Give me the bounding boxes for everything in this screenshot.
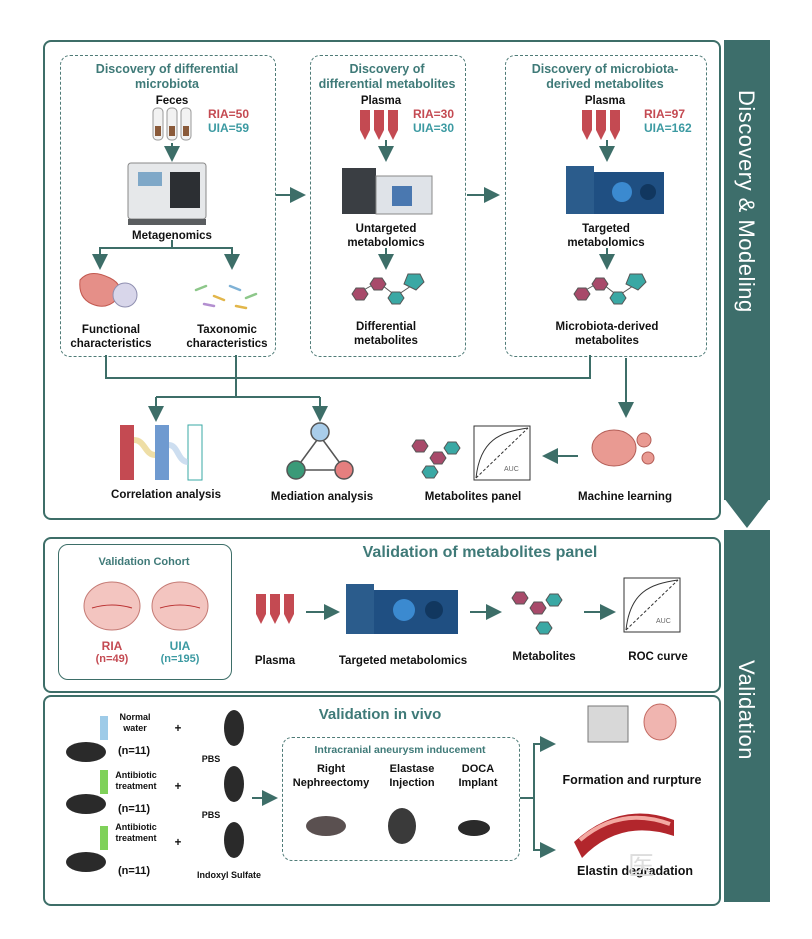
plasma-label-2: Plasma — [584, 95, 626, 107]
mediation-label: Mediation analysis — [270, 491, 374, 503]
group3-treatment: Indoxyl Sulfate — [196, 870, 261, 880]
auc-chart-icon-2 — [623, 577, 681, 633]
auc-label-2: AUC — [656, 618, 671, 625]
plus-3: + — [174, 837, 182, 849]
metabolite-network-icon-2 — [573, 273, 647, 305]
plus-1: + — [174, 723, 182, 735]
derived-title: Discovery of microbiota-derived metaboli… — [531, 62, 679, 91]
plasma-tubes-icon-3 — [256, 594, 294, 624]
microbiota-title: Discovery of differential microbiota — [95, 62, 239, 91]
group2-treatment: PBS — [201, 810, 221, 820]
mass-spectrometer-icon-1 — [342, 168, 433, 215]
brain-icon-ria — [83, 581, 141, 631]
plasma-label-3: Plasma — [254, 655, 296, 667]
inducement-title: Intracranial aneurysm inducement — [314, 744, 486, 756]
plasma-tubes-icon-2 — [582, 110, 620, 140]
invivo-title: Validation in vivo — [318, 706, 442, 723]
validation-cohort-title: Validation Cohort — [98, 556, 190, 568]
group2-water: Antibiotic treatment — [115, 770, 157, 791]
correlation-label: Correlation analysis — [111, 489, 221, 501]
mass-spectrometer-icon-3 — [346, 584, 458, 634]
taxonomic-label: Taxonomic characteristics — [186, 324, 268, 350]
sidebar-label-validation: Validation — [734, 660, 759, 760]
microbiota-ria: RIA=50 — [208, 107, 250, 121]
targeted-label: Targeted metabolomics — [567, 223, 645, 249]
microbiota-box — [60, 55, 276, 357]
feces-label: Feces — [155, 95, 189, 107]
outcome-elastin: Elastin degradation — [577, 864, 693, 878]
mouse-icons — [66, 710, 490, 872]
group3-water: Antibiotic treatment — [115, 822, 157, 843]
inducement-box — [282, 737, 520, 861]
metabolites-uia: UIA=30 — [413, 121, 455, 135]
group2-n: (n=11) — [117, 803, 151, 815]
artery-icon — [574, 813, 674, 858]
targeted-label-2: Targeted metabolomics — [338, 655, 468, 667]
outcome-formation: Formation and rurpture — [562, 773, 702, 787]
group1-water: Normal water — [119, 712, 151, 733]
step-doca: DOCA Implant — [458, 763, 498, 789]
metabolites-panel-icon — [411, 439, 461, 479]
cohort-ria: RIA — [101, 639, 123, 653]
differential-label: Differential metabolites — [354, 321, 418, 347]
sidebar-validation — [724, 530, 770, 902]
auc-chart-icon-1 — [473, 425, 531, 481]
mediation-icon — [286, 422, 354, 480]
roc-label: ROC curve — [628, 651, 688, 663]
metabolites-ria: RIA=30 — [413, 107, 455, 121]
sidebar-discovery — [724, 40, 770, 500]
microbiota-derived-label: Microbiota-derived metabolites — [555, 321, 659, 347]
step-elastase: Elastase Injection — [389, 763, 435, 789]
metagenomics-label: Metagenomics — [132, 230, 212, 242]
ml-label: Machine learning — [578, 491, 672, 503]
microbiota-uia: UIA=59 — [208, 121, 250, 135]
metabolites-title: Discovery of differential metabolites — [318, 62, 456, 91]
metabolites-panel-label: Metabolites panel — [424, 491, 522, 503]
plasma-label-1: Plasma — [360, 95, 402, 107]
correlation-icon — [120, 424, 203, 481]
derived-uia: UIA=162 — [644, 121, 692, 135]
derived-box — [505, 55, 707, 357]
metabolite-network-icon-3 — [511, 591, 563, 635]
metabolites-label-2: Metabolites — [512, 651, 576, 663]
plus-2: + — [174, 781, 182, 793]
group3-n: (n=11) — [117, 865, 151, 877]
derived-ria: RIA=97 — [644, 107, 686, 121]
sidebar-label-discovery: Discovery & Modeling — [734, 90, 759, 313]
group1-n: (n=11) — [117, 745, 151, 757]
intestine-icon — [79, 273, 138, 308]
cohort-ria-n: (n=49) — [95, 653, 129, 665]
validation-cohort-box — [58, 544, 232, 680]
metabolites-box — [310, 55, 466, 357]
microscope-icon — [587, 703, 677, 743]
untargeted-label: Untargeted metabolomics — [347, 223, 425, 249]
brain-gears-icon — [591, 429, 655, 467]
cohort-uia: UIA — [169, 639, 191, 653]
step-nephrectomy: Right Nephreectomy — [292, 763, 370, 789]
group1-treatment: PBS — [201, 754, 221, 764]
watermark: 医 — [628, 852, 655, 882]
auc-label-1: AUC — [504, 466, 519, 473]
bacteria-icon — [194, 284, 258, 310]
brain-icon-uia — [151, 581, 209, 631]
metabolite-network-icon-1 — [351, 273, 425, 305]
feces-tubes-icon — [152, 107, 192, 141]
mass-spectrometer-icon-2 — [566, 166, 664, 214]
functional-label: Functional characteristics — [70, 324, 152, 350]
cohort-uia-n: (n=195) — [160, 653, 200, 665]
plasma-tubes-icon-1 — [360, 110, 398, 140]
validation-panel-title: Validation of metabolites panel — [362, 544, 598, 561]
sequencer-icon — [127, 162, 207, 225]
